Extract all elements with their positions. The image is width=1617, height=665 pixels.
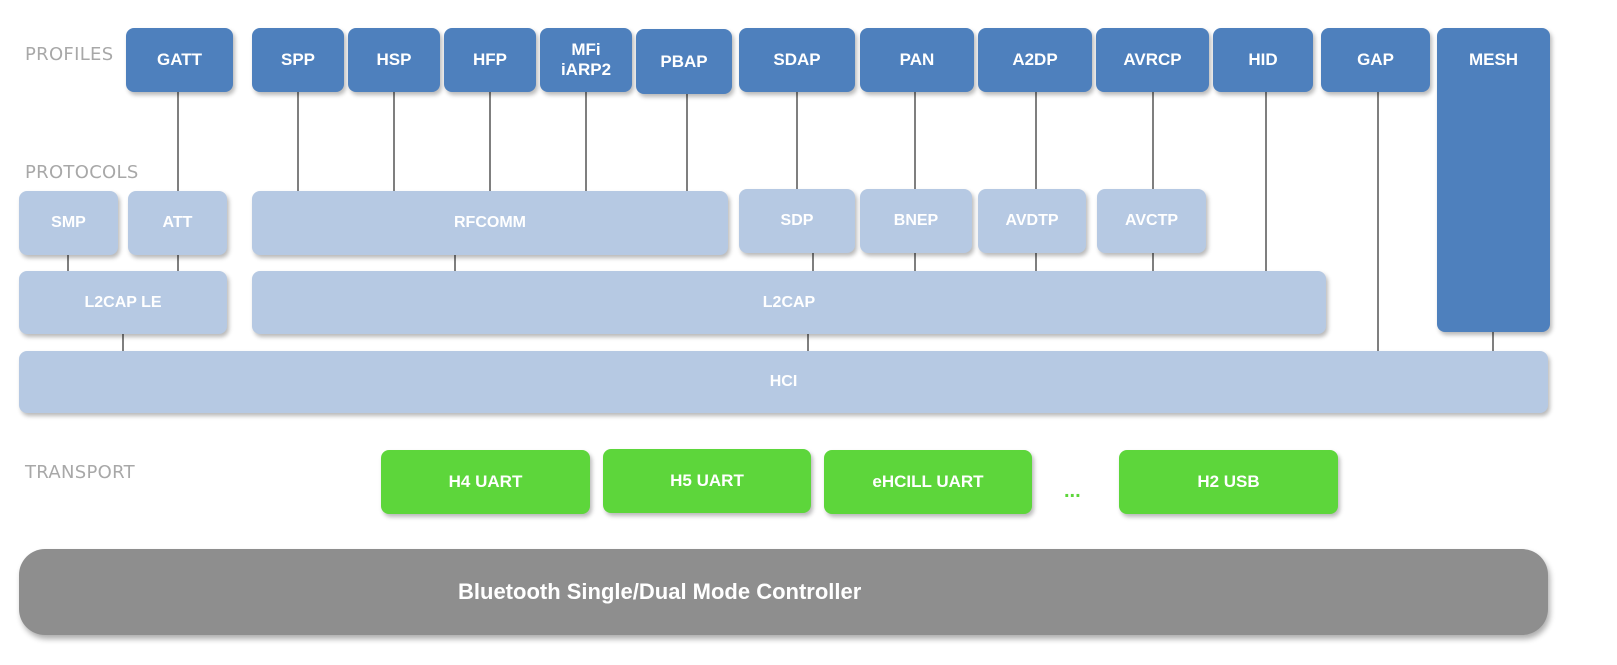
connector-gap-hci — [1377, 92, 1379, 352]
profile-gatt: GATT — [126, 28, 233, 92]
connector-smp-l2cap-le — [67, 255, 69, 272]
connector-avrcp-avctp — [1152, 92, 1154, 190]
connector-gatt-att — [177, 92, 179, 192]
profiles-layer-label: PROFILES — [25, 44, 114, 65]
protocol-avdtp: AVDTP — [978, 189, 1086, 253]
profile-mfi-line2: iARP2 — [560, 60, 612, 79]
protocol-att: ATT — [128, 191, 227, 255]
connector-avdtp-l2cap — [1035, 253, 1037, 272]
profile-spp: SPP — [252, 28, 344, 92]
protocol-l2cap-le: L2CAP LE — [19, 271, 227, 334]
profile-pan: PAN — [860, 28, 974, 92]
connector-l2cap-hci — [807, 334, 809, 352]
connector-mesh-hci — [1492, 332, 1494, 352]
connector-rfcomm-l2cap — [454, 255, 456, 272]
connector-avctp-l2cap — [1152, 253, 1154, 272]
protocol-sdp: SDP — [739, 189, 855, 253]
protocol-l2cap: L2CAP — [252, 271, 1326, 334]
connector-pan-bnep — [914, 92, 916, 190]
controller-block: Bluetooth Single/Dual Mode Controller — [19, 549, 1548, 635]
protocol-rfcomm: RFCOMM — [252, 191, 728, 255]
profile-gap: GAP — [1321, 28, 1430, 92]
connector-sdp-l2cap — [812, 253, 814, 272]
connector-mfi-rfcomm — [585, 92, 587, 192]
protocol-bnep: BNEP — [860, 189, 972, 253]
transport-h5-uart: H5 UART — [603, 449, 811, 513]
protocols-layer-label: PROTOCOLS — [25, 162, 139, 183]
transport-layer-label: TRANSPORT — [25, 462, 135, 483]
transport-ellipsis: ... — [1064, 480, 1081, 502]
transport-ehcill-uart: eHCILL UART — [824, 450, 1032, 514]
connector-pbap-rfcomm — [686, 94, 688, 192]
connector-l2cap-le-hci — [122, 334, 124, 352]
profile-hsp: HSP — [348, 28, 440, 92]
profile-mfi-iarp2: MFi iARP2 — [540, 28, 632, 92]
profile-a2dp: A2DP — [978, 28, 1092, 92]
connector-hid-l2cap — [1265, 92, 1267, 272]
profile-hfp: HFP — [444, 28, 536, 92]
profile-sdap: SDAP — [739, 28, 855, 92]
connector-hsp-rfcomm — [393, 92, 395, 192]
protocol-avctp: AVCTP — [1097, 189, 1206, 253]
profile-pbap: PBAP — [636, 29, 732, 94]
profile-mesh: MESH — [1437, 28, 1550, 332]
connector-bnep-l2cap — [914, 253, 916, 272]
connector-sdap-sdp — [796, 92, 798, 190]
connector-att-l2cap-le — [177, 255, 179, 272]
profile-hid: HID — [1213, 28, 1313, 92]
protocol-smp: SMP — [19, 191, 118, 255]
connector-spp-rfcomm — [297, 92, 299, 192]
profile-mfi-line1: MFi — [571, 40, 601, 59]
connector-hfp-rfcomm — [489, 92, 491, 192]
profile-avrcp: AVRCP — [1096, 28, 1209, 92]
connector-a2dp-avdtp — [1035, 92, 1037, 190]
protocol-hci: HCI — [19, 351, 1548, 413]
transport-h2-usb: H2 USB — [1119, 450, 1338, 514]
transport-h4-uart: H4 UART — [381, 450, 590, 514]
